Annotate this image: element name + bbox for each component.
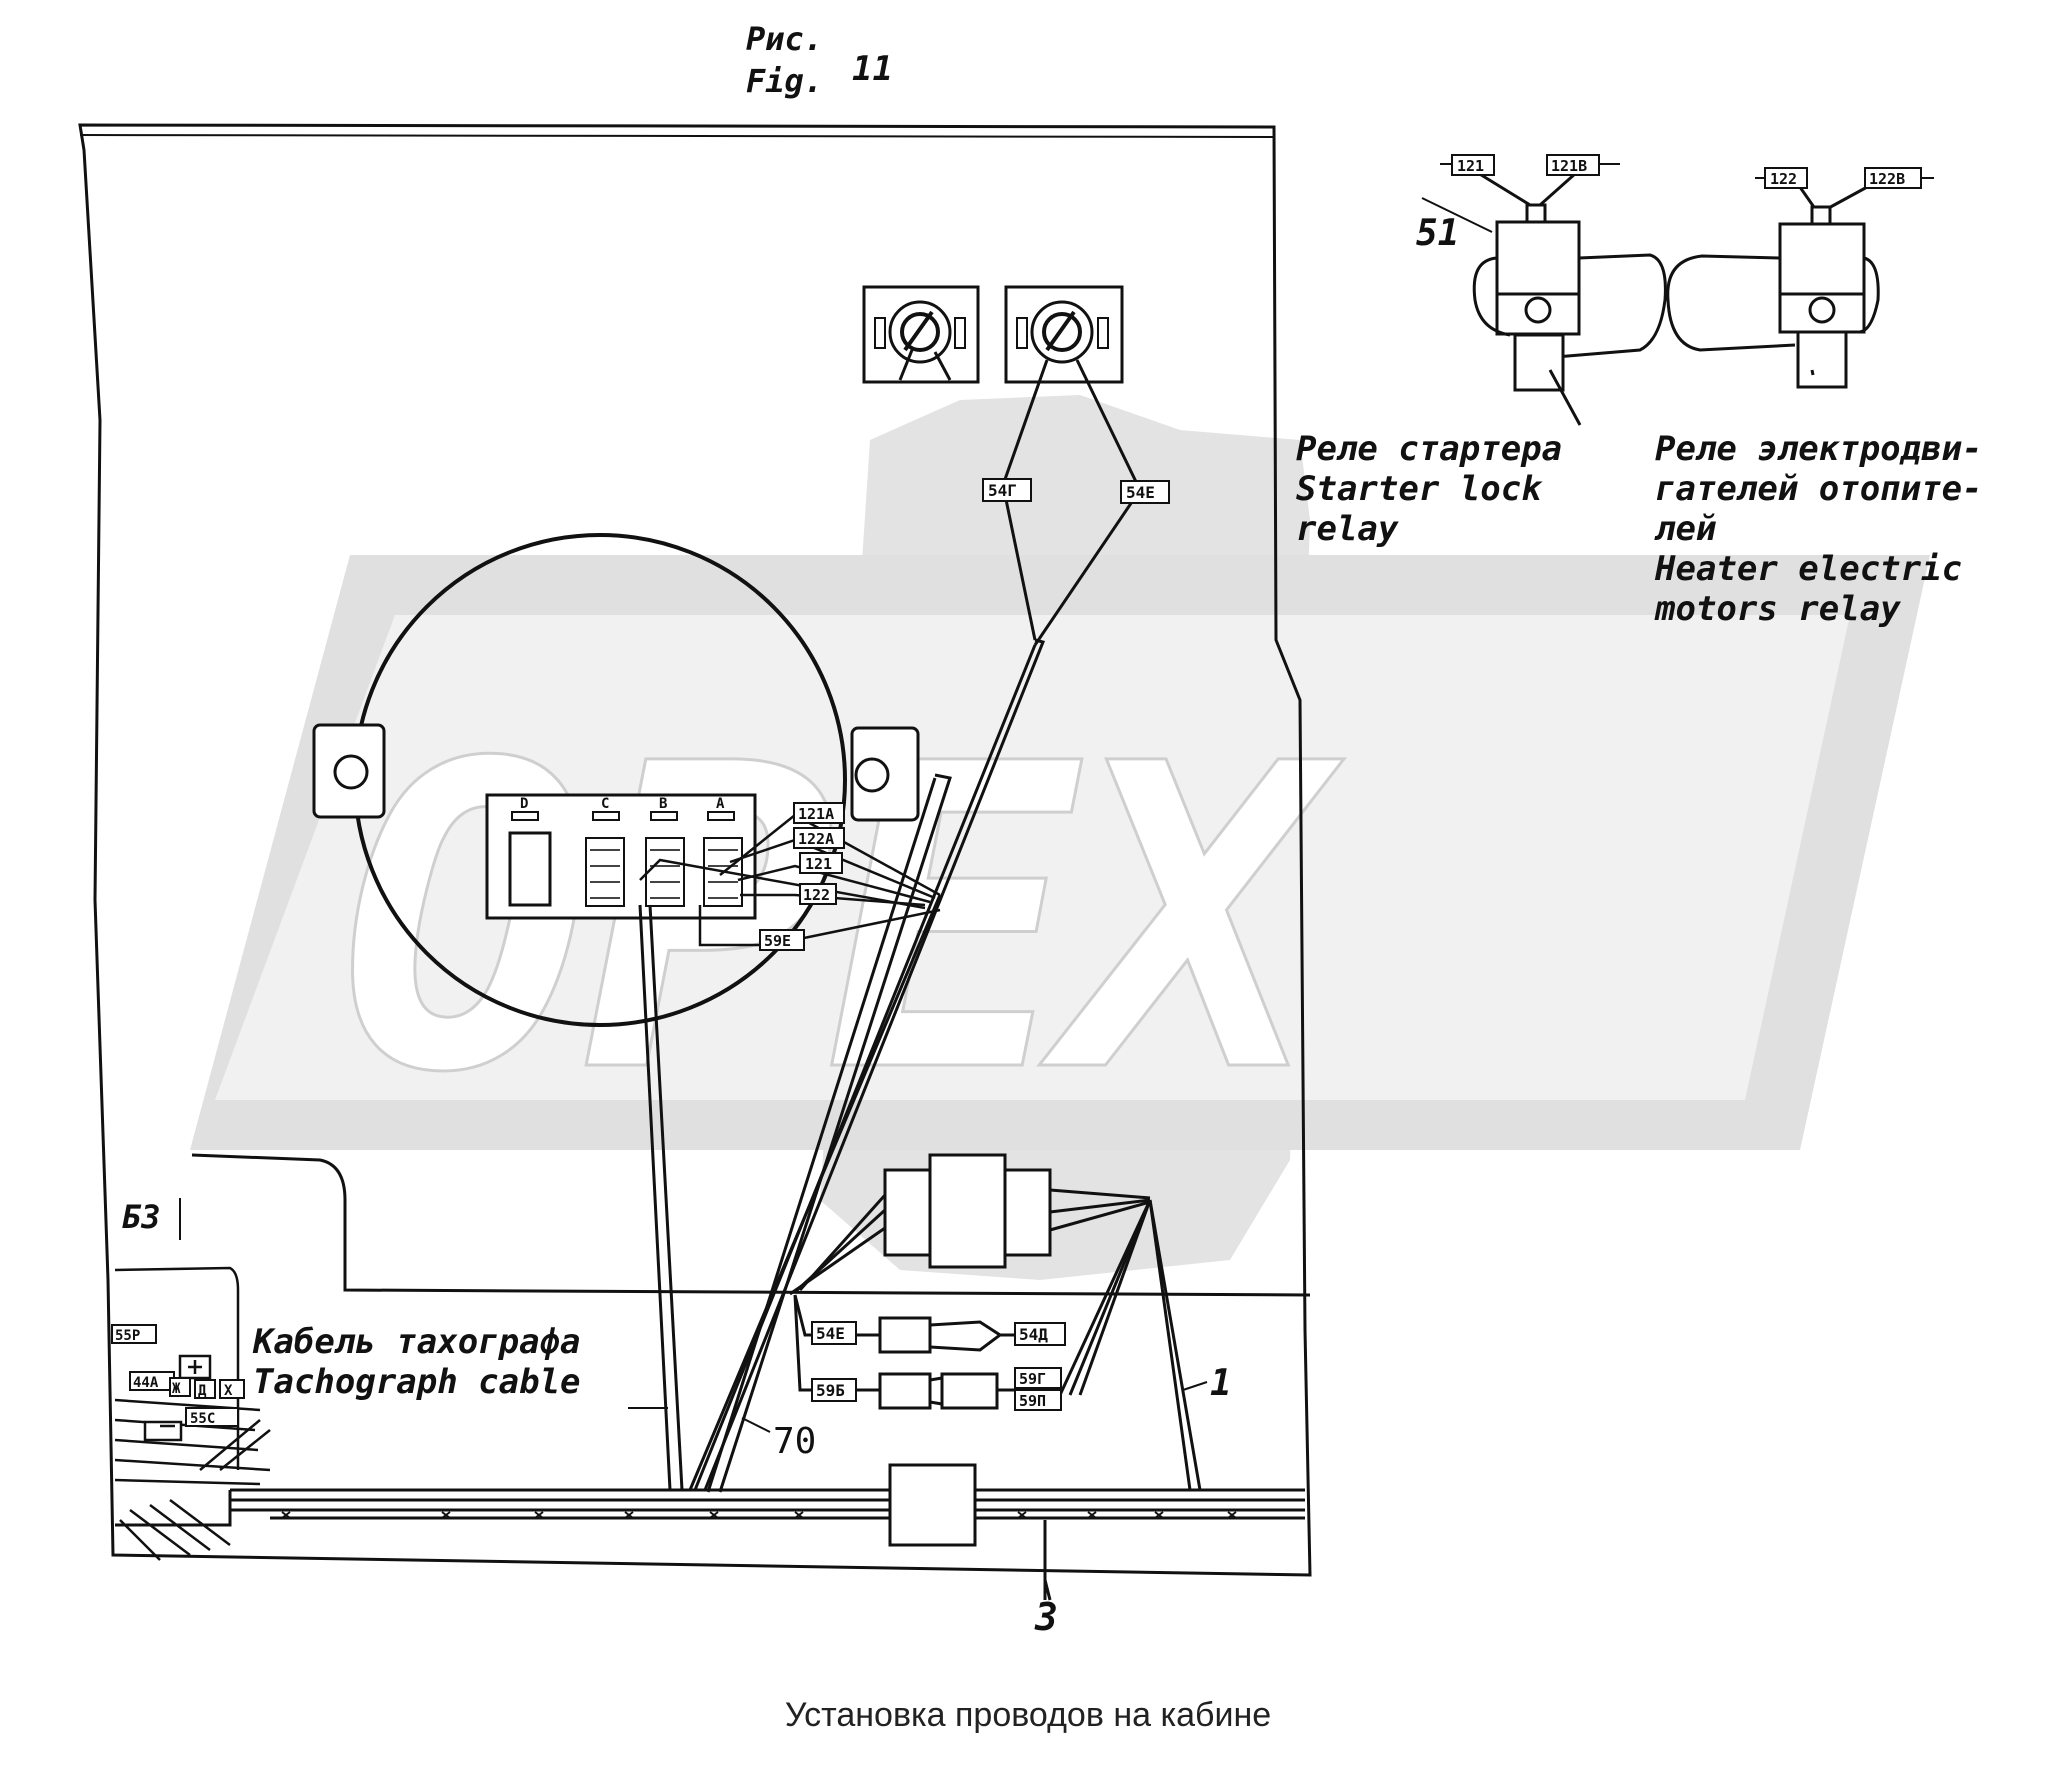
wire-tag-kh: Х (224, 1383, 233, 1399)
bottom-rail-clips (281, 1511, 1237, 1519)
wire-tag-zh: Ж (172, 1381, 181, 1397)
watermark-text: OPEX (340, 676, 1344, 1165)
heater-wire-122v: 122В (1869, 170, 1905, 188)
wire-tag-54g: 54Г (988, 481, 1017, 500)
heater-wire-122: 122 (1770, 170, 1797, 188)
wire-tag-121a: 121А (798, 805, 834, 823)
starter-label-en-2: relay (1296, 509, 1399, 549)
column-label-a: A (716, 796, 725, 812)
callout-70-leader (741, 1417, 771, 1433)
cabin-panel-outline (78, 123, 1312, 1577)
wire-tag-54e-top: 54Е (1126, 483, 1155, 502)
wire-tag-122a: 122А (798, 830, 834, 848)
starter-callout-51: 51 (1416, 213, 1459, 254)
starter-wire-121v: 121В (1551, 157, 1587, 175)
figure-label-ru: Рис. (746, 20, 823, 58)
column-label-b: B (659, 796, 667, 812)
wire-tag-121: 121 (805, 855, 832, 873)
callout-1-leader (1182, 1381, 1208, 1391)
wire-tag-d: Д (198, 1383, 207, 1399)
figure-label-en: Fig. (746, 62, 823, 100)
wire-tag-55s: 55С (190, 1411, 215, 1427)
wire-tag-59p: 59П (1019, 1392, 1046, 1410)
watermark: OPEX (190, 395, 1930, 1280)
heater-label-en-2: motors relay (1654, 589, 1901, 629)
wire-tag-59e: 59Е (764, 932, 791, 950)
callout-1: 1 (1210, 1363, 1232, 1404)
starter-relay-tags: 121 121В (1440, 154, 1620, 176)
heater-relay (1666, 178, 1881, 389)
column-label-c: C (601, 796, 609, 812)
lower-harness (789, 1153, 1202, 1491)
lower-connector-tags: 54Е 54Д 59Б 59Г 59П (811, 1321, 1066, 1411)
wire-tag-59b: 59Б (816, 1381, 845, 1400)
connector-block: D C B A (485, 793, 757, 920)
figure-number: 11 (852, 49, 893, 89)
starter-relay (1421, 163, 1667, 426)
callout-3: 3 (1034, 1595, 1058, 1639)
heater-label-ru-3: лей (1654, 509, 1716, 549)
heater-label-ru-1: Реле электродви- (1655, 429, 1983, 469)
wire-tag-122: 122 (803, 886, 830, 904)
left-edge-tags: 55Р 44А Ж Д Х 55С (111, 1324, 245, 1427)
starter-label-ru: Реле стартера (1296, 429, 1562, 469)
heater-label-ru-2: гателей отопите- (1655, 469, 1983, 509)
main-harness (638, 638, 1046, 1493)
starter-label-en-1: Starter lock (1296, 469, 1543, 509)
section-mark-b3: Б3 (122, 1198, 161, 1236)
switch-right (1004, 285, 1124, 384)
starter-wire-121: 121 (1457, 157, 1484, 175)
wire-tag-54g-box (982, 478, 1032, 502)
switch-left (862, 285, 980, 384)
wire-tag-54d: 54Д (1019, 1325, 1048, 1344)
wire-tag-54e-lower: 54Е (816, 1324, 845, 1343)
wire-tag-44a: 44А (133, 1375, 159, 1391)
bottom-rail (115, 1463, 1305, 1601)
tachograph-label-en: Tachograph cable (253, 1362, 581, 1402)
heater-relay-tags: 122 122В (1755, 167, 1934, 189)
callout-70: 70 (773, 1421, 816, 1462)
connector-block-tags: 121А 122А 121 122 59Е (759, 802, 845, 951)
mounting-circle (312, 533, 920, 1027)
column-label-d: D (520, 796, 528, 812)
wire-tag-55r: 55Р (115, 1328, 140, 1344)
wire-tag-59g: 59Г (1019, 1370, 1046, 1388)
tachograph-label-ru: Кабель тахографа (252, 1322, 581, 1362)
wire-tag-54e-box (1120, 480, 1170, 504)
figure-caption: Установка проводов на кабине (784, 1696, 1272, 1734)
heater-label-en-1: Heater electric (1654, 549, 1962, 589)
